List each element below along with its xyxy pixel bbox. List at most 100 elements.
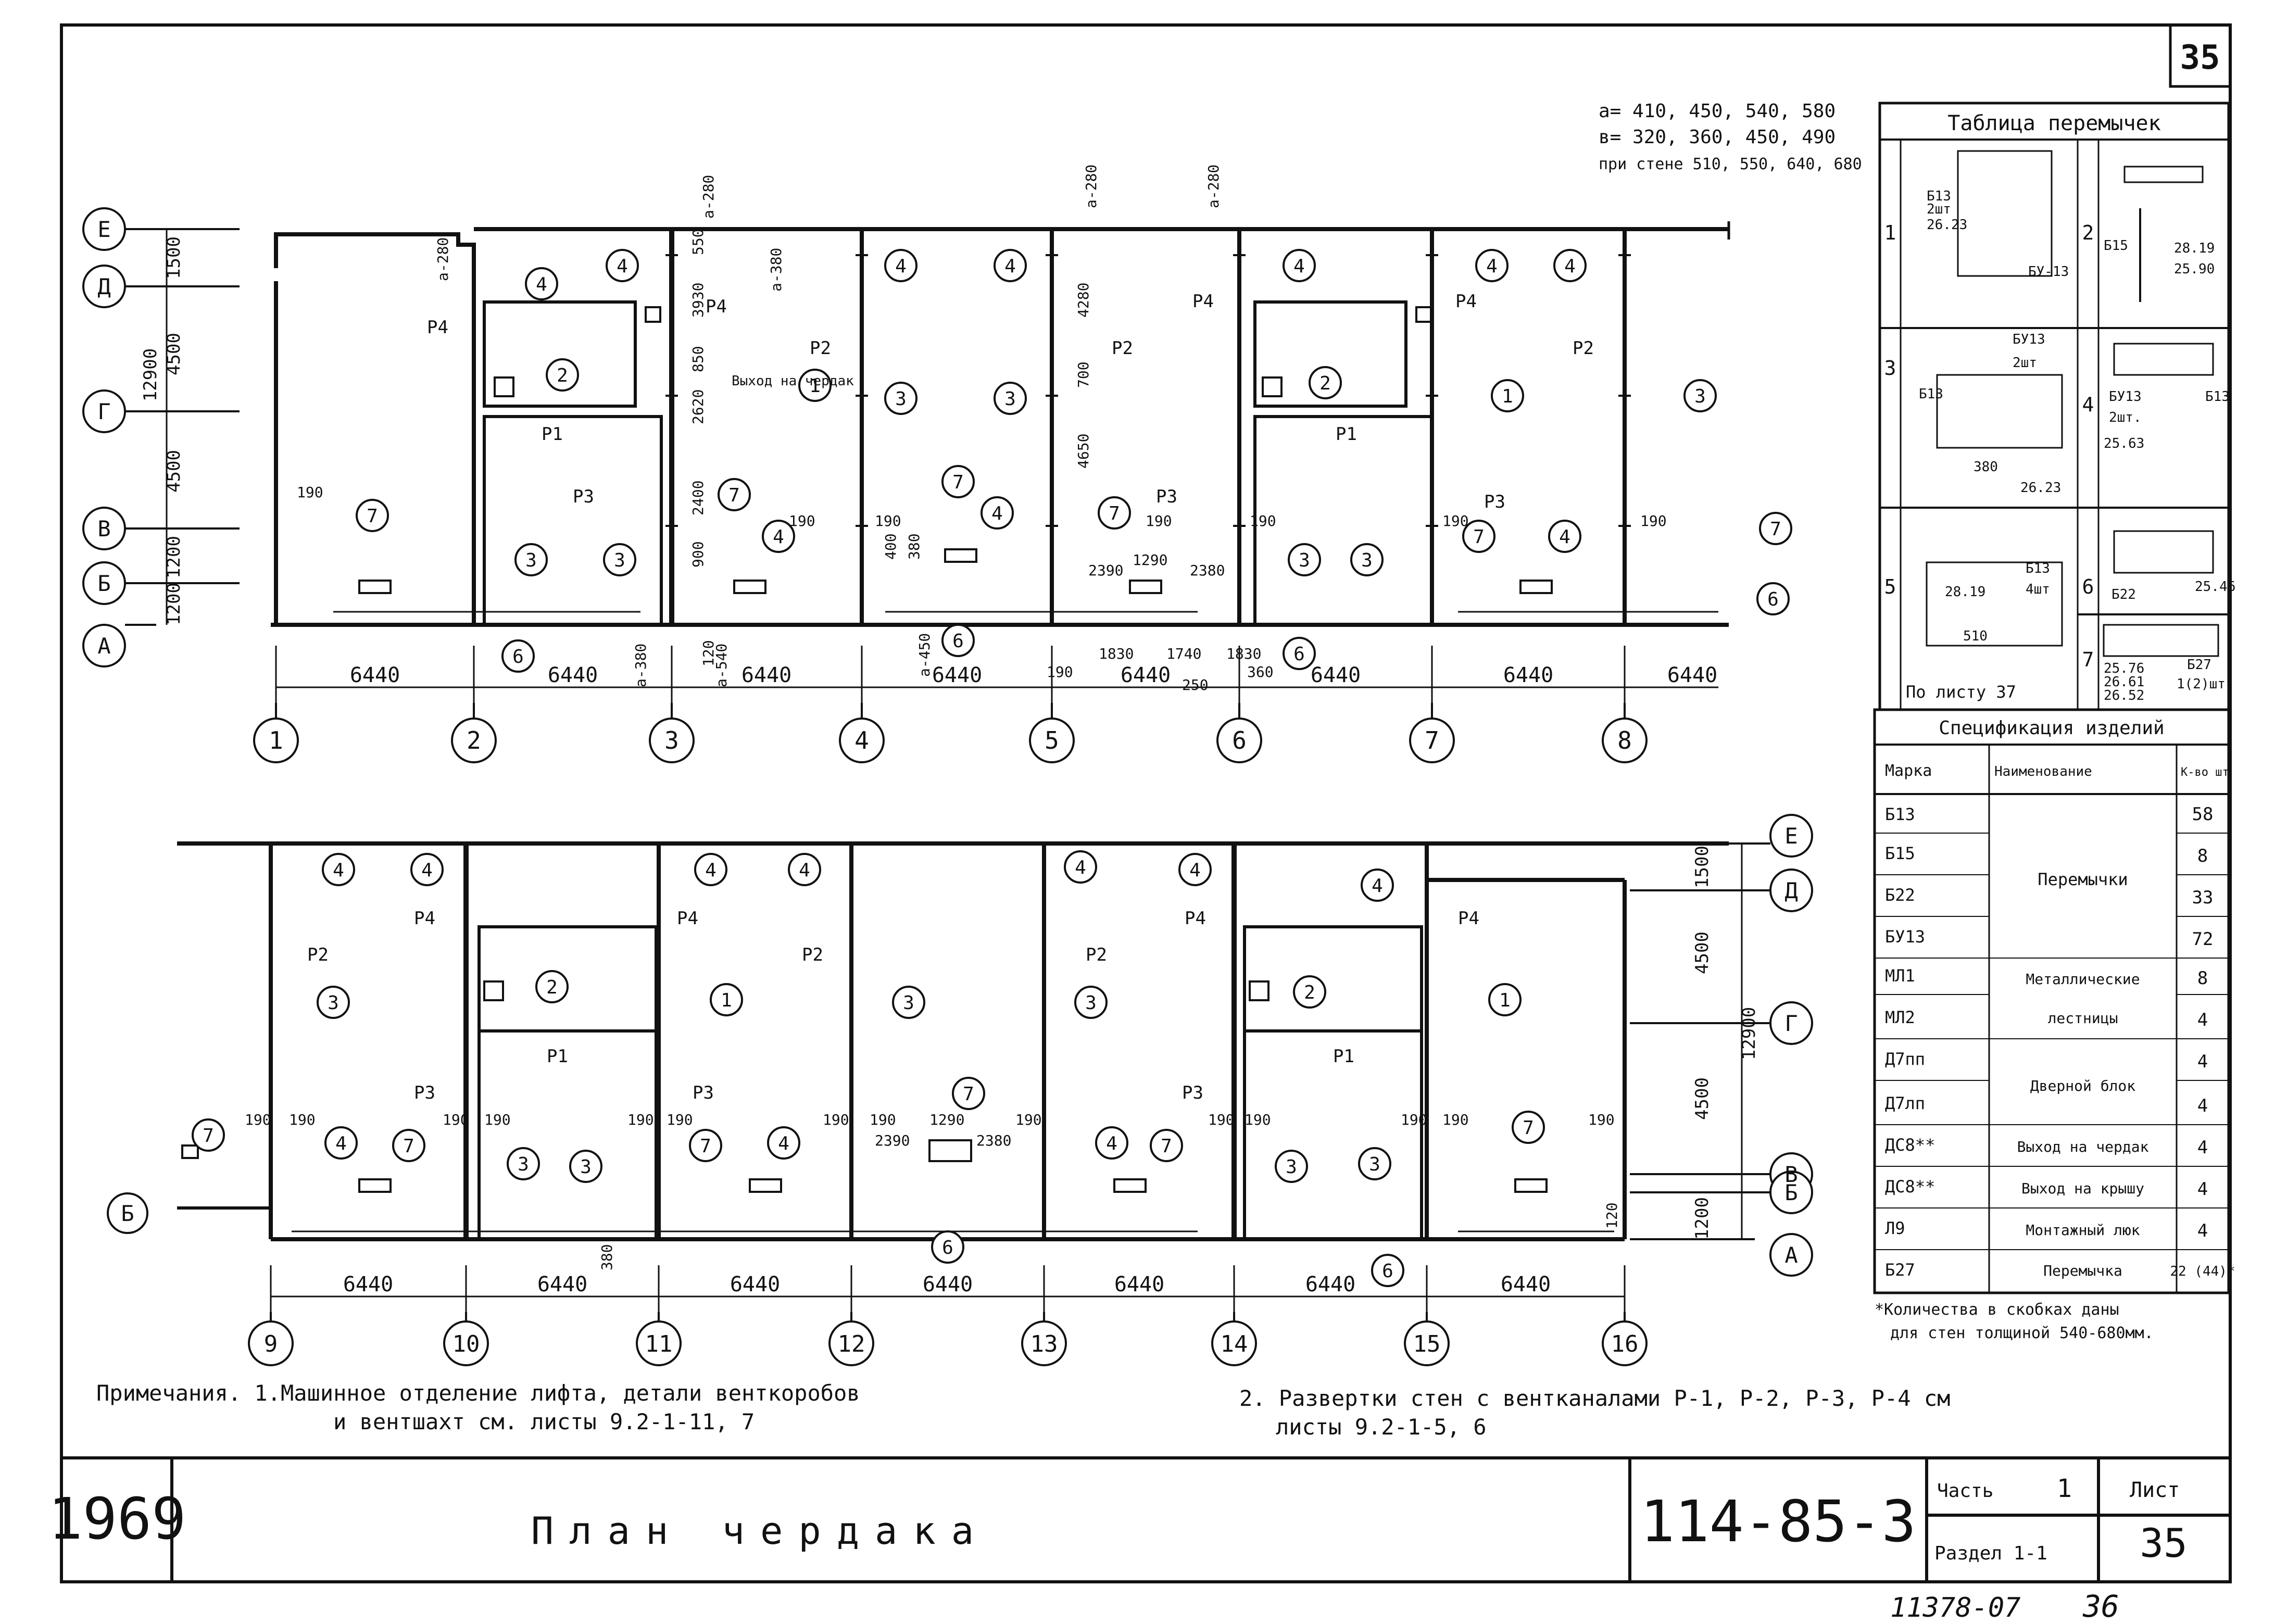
axis-label: 5 — [1045, 726, 1059, 754]
lintel-label: 4шт — [2026, 582, 2050, 597]
row-axis-label: Б — [1784, 1180, 1798, 1205]
marker-label: 6 — [1382, 1261, 1393, 1282]
spec-qty: 22 (44)* — [2170, 1264, 2235, 1279]
span-label: 6440 — [1501, 1273, 1551, 1296]
marker-label: 4 — [773, 526, 784, 548]
dim-text: 190 — [1588, 1111, 1615, 1128]
dim-text: 190 — [1047, 663, 1073, 681]
row-dim: 4500 — [164, 333, 184, 375]
vent-label: Р1 — [1336, 424, 1357, 445]
sheet-value: 35 — [2140, 1520, 2188, 1566]
lintel-label: 25.63 — [2104, 436, 2144, 451]
spec-qty: 4 — [2197, 1137, 2208, 1158]
row-axis-label: Г — [1784, 1011, 1798, 1036]
axis-label: 6 — [1232, 726, 1247, 754]
spec-mark: Б22 — [1885, 885, 1915, 905]
axis-label: 8 — [1617, 726, 1632, 754]
spec-qty: 4 — [2197, 1010, 2208, 1030]
vent-label: Р3 — [1156, 486, 1177, 507]
spec-qty: 4 — [2197, 1051, 2208, 1072]
dim-text: 400 — [882, 533, 899, 560]
dim-text: 1830 — [1099, 645, 1134, 662]
dim-text: 190 — [443, 1111, 469, 1128]
marker-label: 4 — [1293, 256, 1305, 277]
lintel-label: 2шт — [2013, 355, 2037, 371]
dim-text: 380 — [906, 533, 923, 560]
dim-text: a-280 — [700, 175, 717, 219]
marker-label: 4 — [778, 1133, 789, 1154]
span-label: 6440 — [923, 1273, 973, 1296]
note-line-1: Примечания. 1.Машинное отделение лифта, … — [96, 1380, 860, 1406]
span-label: 6440 — [932, 663, 982, 687]
dim-text: 700 — [1075, 361, 1092, 388]
marker-label: 7 — [963, 1084, 974, 1105]
marker-label: 7 — [203, 1125, 214, 1147]
row-dim: 1500 — [164, 236, 184, 279]
sheet-frame — [60, 23, 2232, 1583]
dim-text: 190 — [1015, 1111, 1042, 1128]
params-line-3: при стене 510, 550, 640, 680 — [1599, 155, 1862, 173]
row-axis-label: Д — [1784, 878, 1798, 903]
lintel-label: 25.76 — [2104, 661, 2144, 676]
marker-label: 7 — [367, 506, 378, 527]
dim-text: 190 — [1146, 512, 1172, 530]
span-label: 6440 — [343, 1273, 393, 1296]
dim-text: 120 — [1603, 1202, 1620, 1229]
vent-label: Р4 — [1455, 291, 1477, 312]
marker-label: 6 — [952, 631, 964, 652]
marker-label: 4 — [421, 860, 433, 881]
spec-mark: ДС8** — [1885, 1135, 1935, 1155]
lintel-table-title: Таблица перемычек — [1947, 111, 2160, 135]
params-line-2: в= 320, 360, 450, 490 — [1599, 127, 1836, 148]
spec-qty: 8 — [2197, 968, 2208, 989]
vent-label: Р4 — [1185, 908, 1206, 929]
spec-mark: Б15 — [1885, 844, 1915, 863]
span-label: 6440 — [1311, 663, 1361, 687]
lintel-label: Б27 — [2187, 657, 2211, 673]
dim-text: 190 — [875, 512, 901, 530]
axis-label: 2 — [467, 726, 481, 754]
span-label: 6440 — [1503, 663, 1553, 687]
axis-label: 9 — [264, 1331, 278, 1357]
marker-label: 3 — [580, 1156, 592, 1178]
lintel-row-number: 2 — [2082, 221, 2094, 244]
top-dimension-line — [275, 646, 1718, 703]
marker-label: 3 — [518, 1154, 529, 1175]
spec-mark: Д7пп — [1885, 1049, 1925, 1069]
dim-text: 190 — [1250, 512, 1276, 530]
marker-label: 4 — [1004, 256, 1016, 277]
marker-label: 4 — [991, 503, 1003, 524]
lintel-row-number: 3 — [1884, 357, 1896, 380]
dim-text: a-450 — [916, 633, 933, 677]
axis-label: 3 — [664, 726, 679, 754]
vent-label: Р2 — [1086, 945, 1107, 965]
row-axis-label: Е — [1784, 823, 1798, 849]
spec-header-qty: К-во шт — [2181, 766, 2229, 779]
lintel-label: 28.19 — [2174, 241, 2215, 256]
row-axis-label: Г — [97, 399, 110, 424]
spec-mark: МЛ2 — [1885, 1008, 1915, 1027]
spec-name: лестницы — [2048, 1010, 2118, 1027]
dim-text: a-540 — [713, 644, 730, 687]
spec-qty: 33 — [2192, 887, 2214, 908]
row-dim: 1200 — [1692, 1197, 1713, 1240]
lintel-label: 26.52 — [2104, 688, 2144, 703]
marker-label: 3 — [895, 388, 907, 410]
dim-text: 2390 — [1088, 562, 1123, 579]
span-label: 6440 — [350, 663, 400, 687]
vent-label: Р2 — [1573, 338, 1594, 359]
dim-text: 380 — [598, 1244, 615, 1270]
axis-label: 12 — [838, 1331, 865, 1357]
marker-label: 6 — [942, 1237, 953, 1258]
marker-label: 3 — [614, 550, 625, 571]
marker-label: 2 — [557, 365, 568, 386]
marker-label: 7 — [403, 1136, 414, 1157]
marker-label: 7 — [1473, 526, 1485, 548]
vent-label: Р1 — [547, 1046, 568, 1067]
dim-text: 190 — [484, 1111, 511, 1128]
dim-text: 250 — [1182, 676, 1209, 694]
lintel-label: БУ-13 — [2028, 264, 2069, 280]
part-value: 1 — [2057, 1474, 2072, 1503]
dim-text: 190 — [627, 1111, 654, 1128]
